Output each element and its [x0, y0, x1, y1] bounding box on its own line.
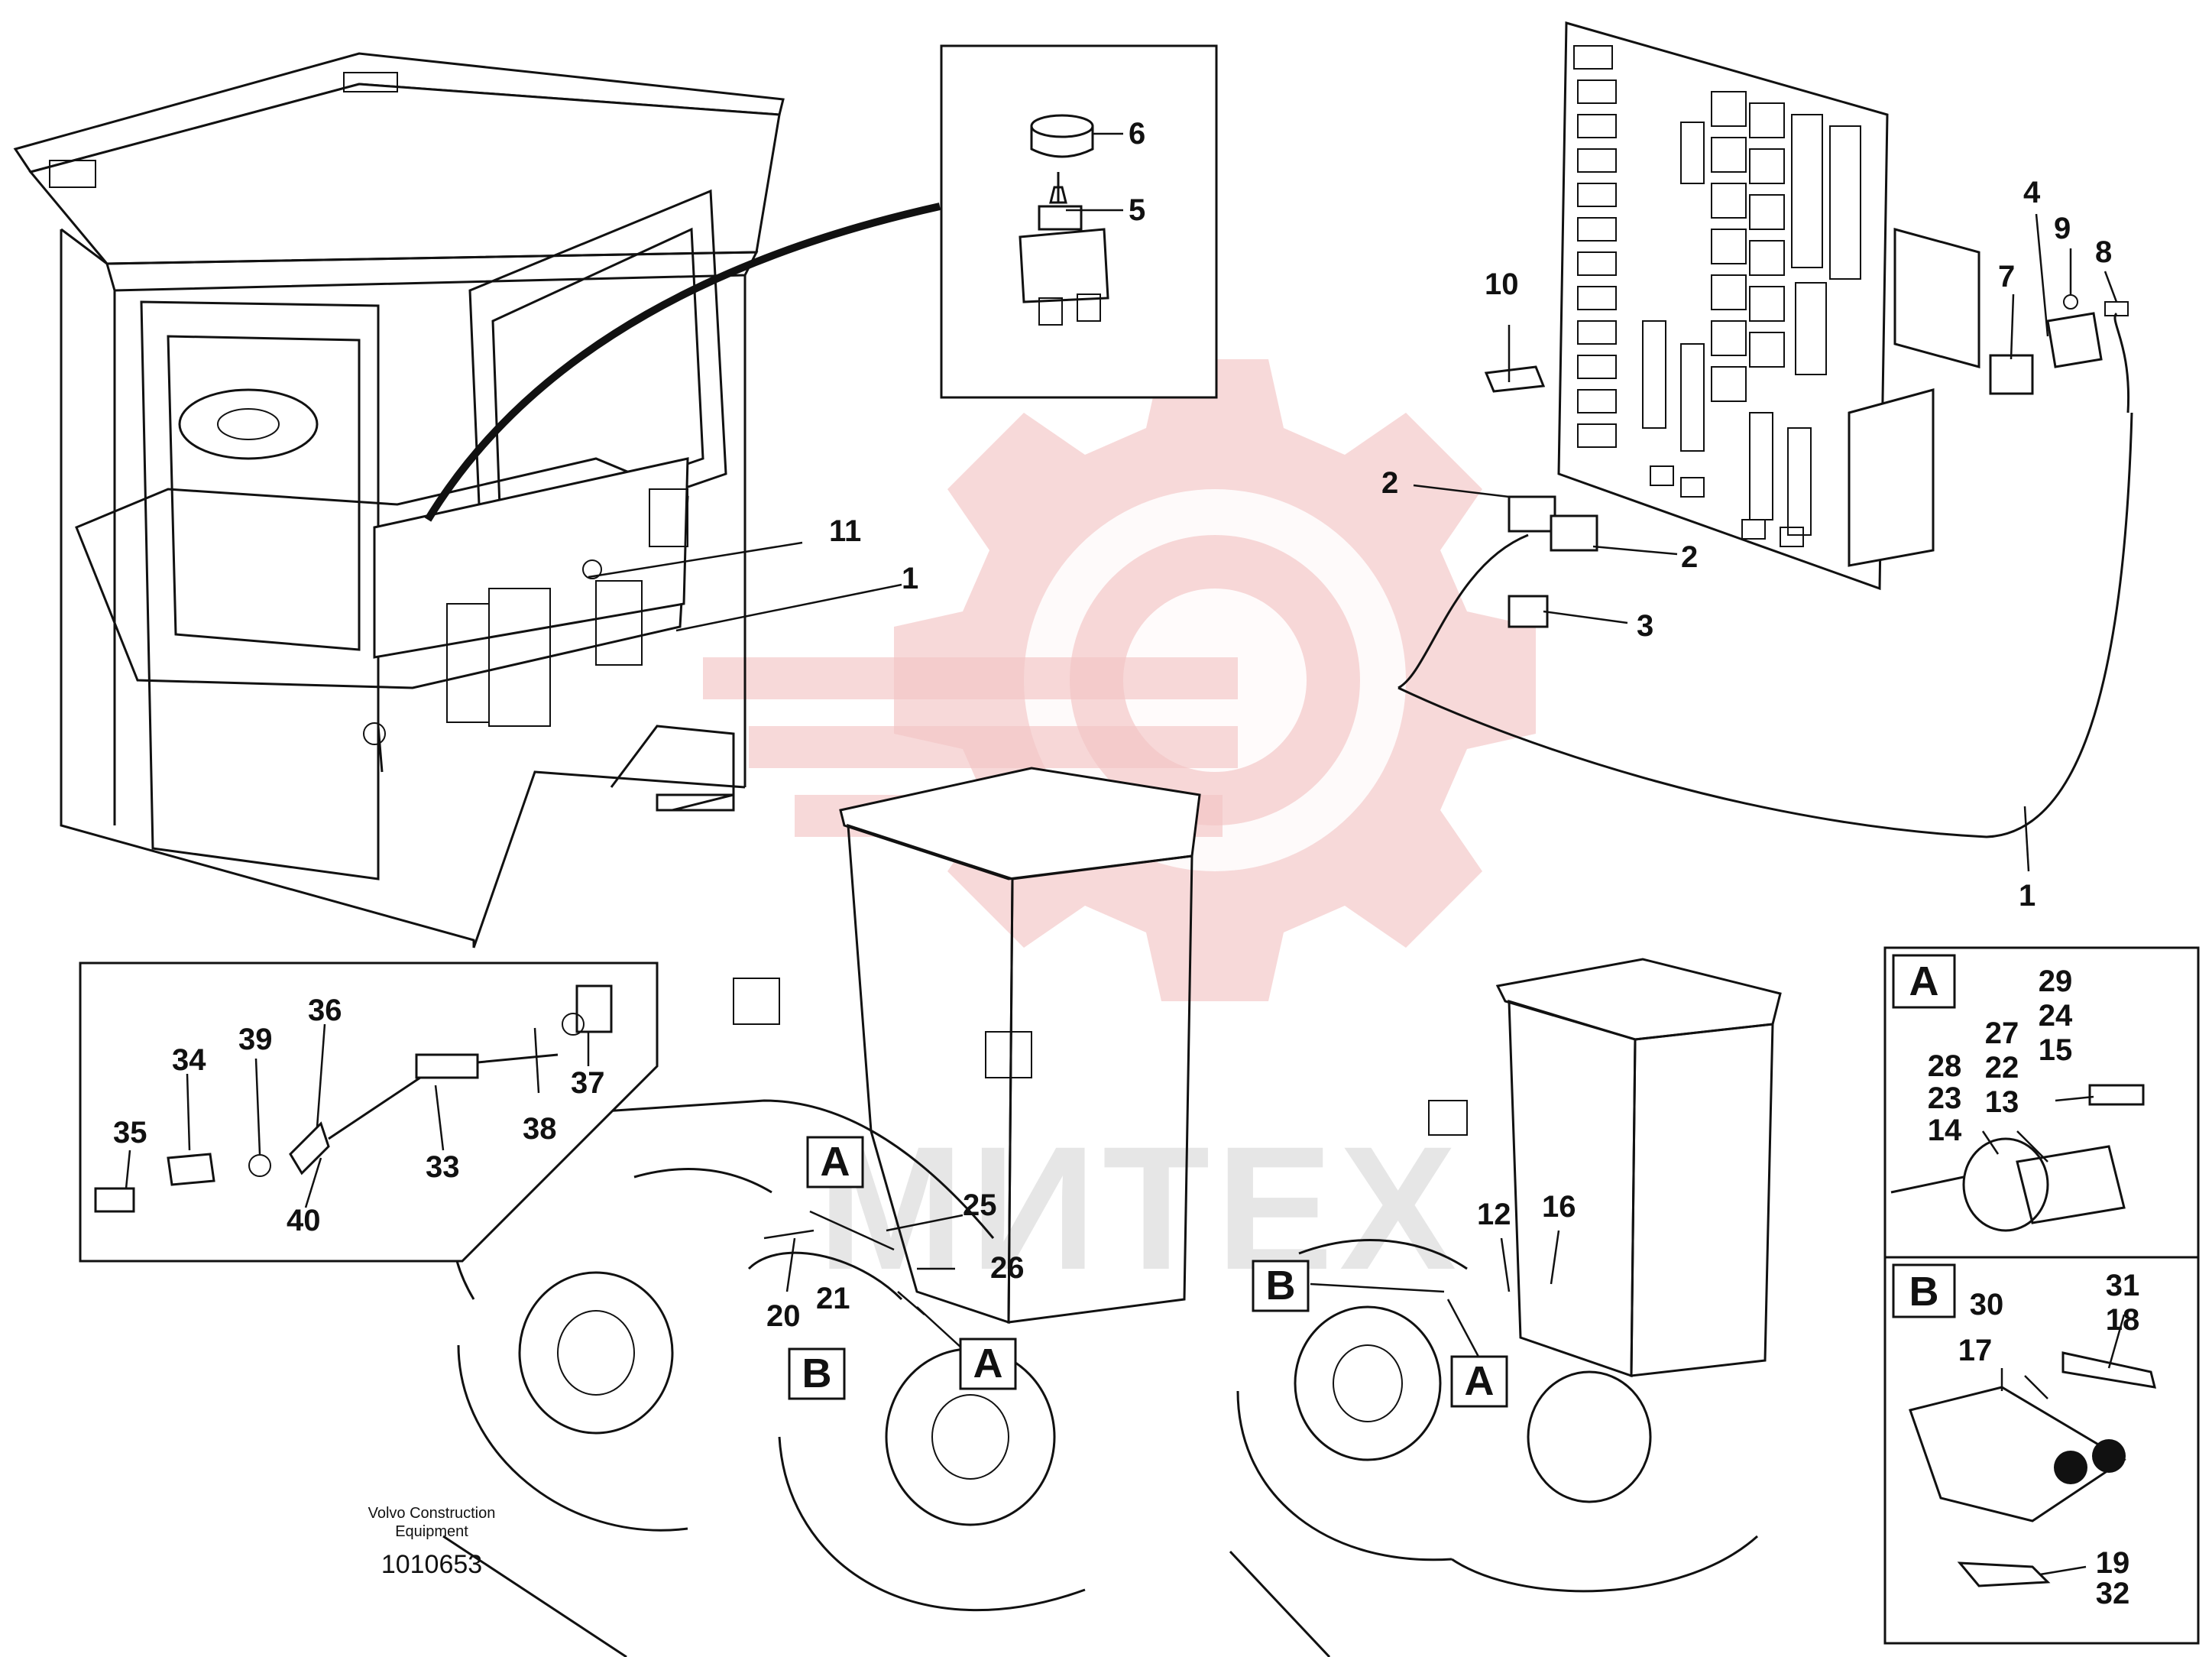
- brand-line-1: Volvo Construction: [368, 1505, 496, 1522]
- sensor-inset: [79, 961, 659, 1263]
- detail-a-numbers: 29 24 15 27 22 13 28 23 14: [1928, 965, 2073, 1147]
- watermark-text: МИТЕХ: [818, 1110, 1462, 1306]
- marker-b-2: [1252, 1260, 1310, 1312]
- svg-text:32: 32: [2096, 1577, 2130, 1610]
- callout-34: 34: [172, 1043, 206, 1077]
- electrical-central: [1397, 21, 2133, 838]
- callout-26: 26: [990, 1251, 1025, 1285]
- callout-4: 4: [2023, 176, 2041, 209]
- callout-25: 25: [963, 1188, 997, 1222]
- callout-3: 3: [1637, 609, 1653, 643]
- callout-20: 20: [766, 1299, 801, 1333]
- marker-a-1: [806, 1136, 864, 1188]
- callout-2-lower: 2: [1681, 540, 1698, 574]
- callout-10: 10: [1485, 268, 1519, 301]
- machine-front-view: [442, 767, 1201, 1657]
- detail-a-label: A: [1909, 958, 1939, 1004]
- callout-39: 39: [238, 1023, 273, 1056]
- detail-b-label: B: [1909, 1269, 1939, 1315]
- drawing-footer: Volvo Construction Equipment 1010653: [368, 1505, 496, 1579]
- leader-lines: [125, 132, 2126, 1576]
- callout-numbers: 6 5 11 1 10 2 2 3 7 4 9 8 1 25 26 20 21 …: [113, 117, 2112, 1333]
- callout-9: 9: [2054, 212, 2071, 245]
- svg-text:17: 17: [1958, 1334, 1993, 1367]
- svg-text:24: 24: [2039, 999, 2073, 1033]
- svg-text:A: A: [1465, 1358, 1495, 1404]
- detail-b-box: B: [1883, 1256, 2200, 1645]
- callout-40: 40: [287, 1204, 321, 1237]
- callout-12: 12: [1477, 1198, 1511, 1231]
- svg-text:30: 30: [1970, 1288, 2004, 1321]
- svg-text:13: 13: [1985, 1085, 2019, 1119]
- callout-8: 8: [2095, 235, 2112, 269]
- marker-a-2: [959, 1338, 1017, 1390]
- machine-rear-view: [1229, 958, 1782, 1657]
- callout-21: 21: [816, 1282, 850, 1315]
- svg-text:15: 15: [2039, 1033, 2073, 1067]
- drawing-number: 1010653: [381, 1550, 482, 1579]
- svg-text:31: 31: [2106, 1269, 2140, 1302]
- svg-text:29: 29: [2039, 965, 2073, 998]
- svg-text:27: 27: [1985, 1017, 2019, 1050]
- callout-16: 16: [1542, 1190, 1576, 1224]
- svg-text:A: A: [973, 1341, 1003, 1386]
- callout-33: 33: [426, 1150, 460, 1184]
- marker-b-1: [788, 1347, 846, 1400]
- callout-11: 11: [829, 514, 861, 548]
- callout-7: 7: [1998, 260, 2015, 293]
- svg-text:19: 19: [2096, 1546, 2130, 1580]
- svg-text:B: B: [802, 1351, 832, 1396]
- svg-text:14: 14: [1928, 1114, 1962, 1147]
- svg-text:18: 18: [2106, 1303, 2140, 1337]
- callout-6: 6: [1129, 117, 1145, 151]
- detail-a-box: A: [1883, 946, 2200, 1259]
- svg-text:28: 28: [1928, 1049, 1962, 1083]
- callout-1-cab: 1: [902, 562, 918, 595]
- callout-36: 36: [308, 994, 342, 1027]
- detail-b-numbers: 30 17 31 18 19 32: [1958, 1269, 2140, 1610]
- switch-inset: [940, 44, 1218, 399]
- marker-a-3: [1450, 1355, 1508, 1408]
- cab-illustration: [13, 52, 785, 948]
- svg-text:23: 23: [1928, 1081, 1962, 1115]
- svg-text:A: A: [821, 1139, 850, 1185]
- callout-35: 35: [113, 1116, 147, 1150]
- callout-5: 5: [1129, 193, 1145, 227]
- callout-2-upper: 2: [1381, 466, 1398, 500]
- callout-38: 38: [523, 1112, 557, 1146]
- svg-text:22: 22: [1985, 1051, 2019, 1085]
- svg-text:B: B: [1266, 1263, 1296, 1308]
- view-markers: A B A B A: [788, 1136, 1508, 1408]
- brand-line-2: Equipment: [395, 1523, 468, 1540]
- callout-37: 37: [571, 1066, 605, 1100]
- callout-1-harness: 1: [2019, 879, 2035, 913]
